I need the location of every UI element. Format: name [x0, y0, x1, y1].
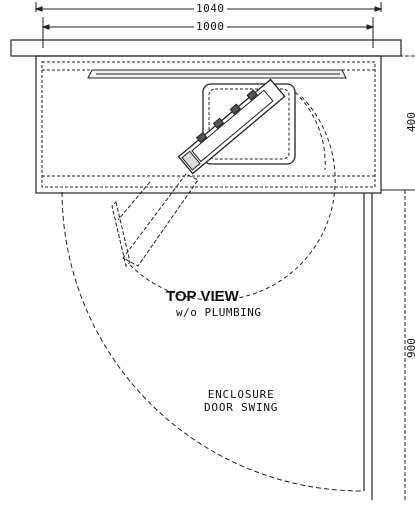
arm-alternate-position — [111, 173, 199, 267]
door-swing-note: ENCLOSURE DOOR SWING — [204, 388, 278, 414]
door-post — [363, 193, 373, 500]
note-line-1: ENCLOSURE — [207, 388, 275, 401]
door-swing-arc — [61, 191, 365, 492]
fixture-box — [202, 83, 296, 165]
dimension-400 — [381, 55, 415, 191]
dimension-depth-label: 400 — [405, 112, 415, 132]
view-subtitle: w/o PLUMBING — [176, 306, 262, 319]
dimension-inner-label: 1000 — [194, 20, 227, 33]
dimension-swing-label: 900 — [405, 338, 415, 358]
dimension-outer-label: 1040 — [194, 2, 227, 15]
top-flange — [10, 39, 402, 57]
swivel-arm — [177, 78, 286, 175]
dimension-1000 — [41, 17, 375, 48]
fixture-swing-arc — [129, 94, 336, 301]
view-title: TOP VIEW — [166, 288, 239, 305]
note-line-2: DOOR SWING — [204, 401, 279, 414]
